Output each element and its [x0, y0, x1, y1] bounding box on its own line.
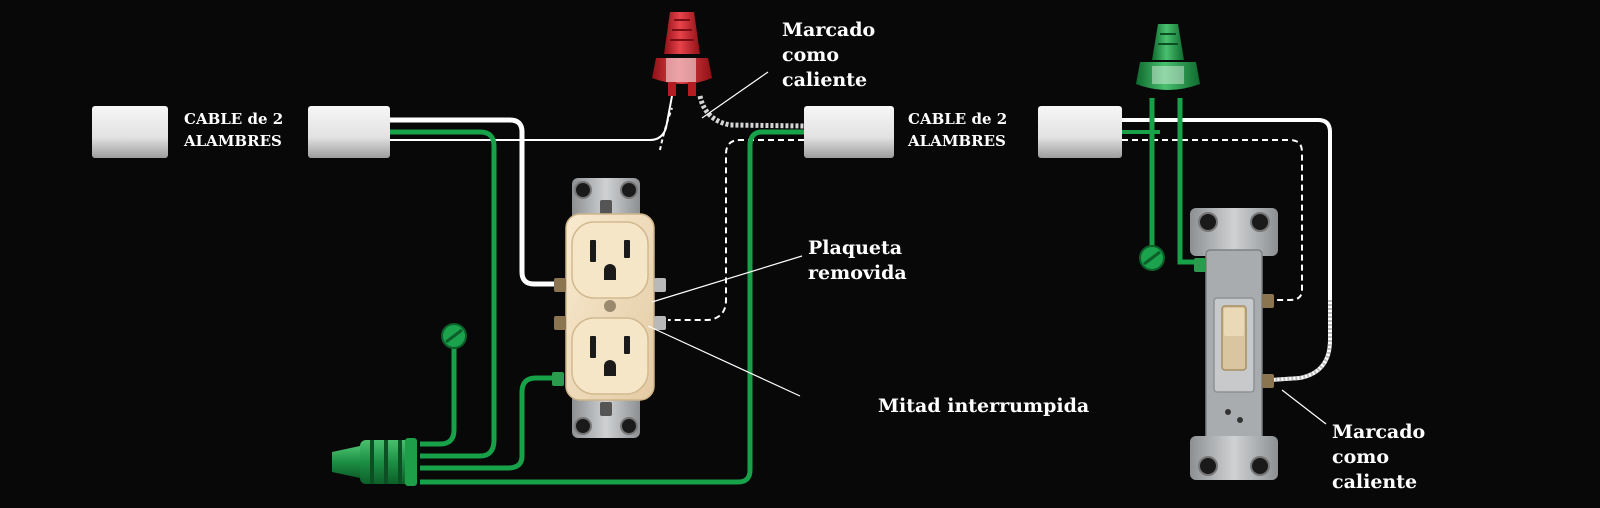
green-wire-nut-top-icon: [1136, 24, 1200, 90]
label-hot-top-line3: caliente: [782, 69, 868, 91]
hot-wire-mid-cable: [668, 139, 804, 321]
ground-wire-switch: [1177, 98, 1200, 265]
ground-wire-box-screw: [420, 344, 457, 447]
pointer-hot-switch: [1281, 389, 1327, 425]
pointer-hot-top: [701, 71, 769, 119]
pointer-tab-removed: [651, 255, 803, 303]
cable-label-left-line2: ALAMBRES: [184, 132, 282, 150]
cable-label-left-line1: CABLE de 2: [184, 110, 284, 128]
ground-wire-mid-cable: [420, 129, 804, 485]
grounding-screw-icon: [441, 323, 467, 349]
duplex-receptacle-icon: [552, 178, 666, 438]
label-hot-switch: Marcado como caliente: [1332, 420, 1425, 495]
single-pole-switch-icon: [1190, 208, 1278, 480]
cable-sheath-left-a: [92, 106, 168, 158]
ground-wire-receptacle: [420, 375, 560, 471]
cable-label-right-line2: ALAMBRES: [908, 132, 1006, 150]
label-split-half: Mitad interrumpida: [878, 395, 1090, 417]
cable-label-left: CABLE de 2 ALAMBRES: [184, 108, 283, 152]
label-tab-removed-line2: removida: [808, 262, 907, 284]
label-hot-switch-line1: Marcado: [1332, 421, 1426, 443]
marked-hot-wire-top: [697, 95, 805, 129]
cable-sheath-left-b: [308, 106, 390, 158]
pointer-split-half: [647, 325, 801, 397]
label-hot-switch-line2: como: [1332, 446, 1390, 468]
hot-feed-dashed: [659, 107, 673, 151]
switch-feed-wire: [1122, 139, 1303, 301]
grounding-screw-right-icon: [1139, 245, 1165, 271]
label-hot-switch-line3: caliente: [1332, 471, 1418, 493]
label-hot-top-line1: Marcado: [782, 19, 876, 41]
green-wire-nut-icon: [332, 438, 417, 486]
cable-sheath-right: [1038, 106, 1122, 158]
label-hot-top: Marcado como caliente: [782, 18, 875, 93]
neutral-wire-left: [390, 117, 560, 287]
cable-sheath-mid: [804, 106, 894, 158]
label-tab-removed-line1: Plaqueta: [808, 237, 903, 259]
label-tab-removed: Plaqueta removida: [808, 236, 907, 286]
label-hot-top-line2: como: [782, 44, 840, 66]
cable-label-right: CABLE de 2 ALAMBRES: [908, 108, 1007, 152]
marked-hot-tape: [1271, 300, 1332, 382]
red-wire-nut-icon: [652, 12, 712, 96]
cable-label-right-line1: CABLE de 2: [908, 110, 1008, 128]
ground-wire-left-cable: [390, 129, 497, 459]
